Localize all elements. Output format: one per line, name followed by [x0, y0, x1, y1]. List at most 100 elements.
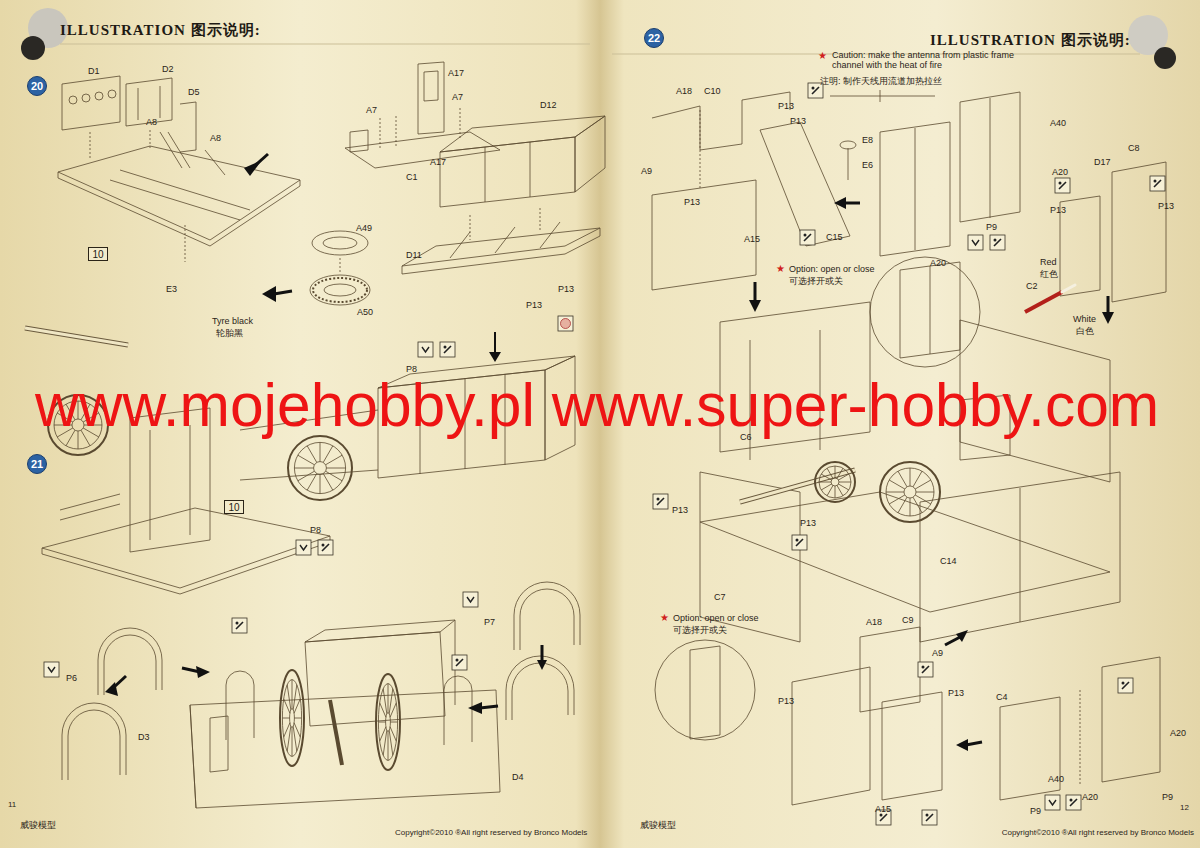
chinese-note: 注明: 制作天线用流道加热拉丝	[820, 76, 942, 86]
part-label: P13	[1050, 205, 1066, 215]
step-number-text: 22	[648, 32, 660, 44]
part-label: A15	[744, 234, 760, 244]
copyright: Copyright©2010 ®All right reserved by Br…	[395, 828, 587, 837]
part-label: P13	[800, 518, 816, 528]
part-label: P13	[1158, 201, 1174, 211]
step-number: 20	[27, 76, 47, 96]
part-label: D5	[188, 87, 200, 97]
chinese-note: 白色	[1076, 326, 1094, 336]
part-label: C10	[704, 86, 721, 96]
part-label: E6	[862, 160, 873, 170]
page-number: 11	[8, 800, 16, 809]
page-number: 12	[1180, 803, 1189, 812]
step-number-text: 20	[31, 80, 43, 92]
part-label: P9	[1162, 792, 1173, 802]
caution-star: ★	[660, 612, 669, 624]
part-label: C7	[714, 592, 726, 602]
part-label: D4	[512, 772, 524, 782]
part-label: C4	[996, 692, 1008, 702]
part-label: A17	[448, 68, 464, 78]
header-dot	[21, 36, 45, 60]
caution-star: ★	[818, 50, 827, 62]
part-label: A7	[366, 105, 377, 115]
part-label: A18	[676, 86, 692, 96]
part-label: P13	[778, 696, 794, 706]
copyright: Copyright©2010 ®All right reserved by Br…	[1002, 828, 1194, 837]
chinese-note: 可选择开或关	[789, 276, 843, 286]
part-label: A8	[210, 133, 221, 143]
part-label: P13	[948, 688, 964, 698]
chinese-note: 可选择开或关	[673, 625, 727, 635]
part-label: A15	[875, 804, 891, 814]
part-label: D17	[1094, 157, 1111, 167]
watermark: www.mojehobby.pl www.super-hobby.com	[35, 375, 1159, 436]
part-label: A8	[146, 117, 157, 127]
part-label: C2	[1026, 281, 1038, 291]
part-label: A9	[641, 166, 652, 176]
part-tree-number: 10	[92, 249, 103, 260]
part-label: P8	[310, 525, 321, 535]
caution-star: ★	[776, 263, 785, 275]
part-label: C15	[826, 232, 843, 242]
part-label: P13	[672, 505, 688, 515]
part-label: A20	[930, 258, 946, 268]
part-label: D2	[162, 64, 174, 74]
page-header: ILLUSTRATION 图示说明:	[930, 32, 1131, 49]
part-label: E8	[862, 135, 873, 145]
part-label: Red	[1040, 257, 1057, 267]
part-tree-box: 10	[88, 247, 108, 261]
part-label: A20	[1170, 728, 1186, 738]
gun-wheel	[48, 395, 940, 770]
part-label: C1	[406, 172, 418, 182]
part-label: A50	[357, 307, 373, 317]
part-label: D1	[88, 66, 100, 76]
part-label: A7	[452, 92, 463, 102]
part-label: A20	[1052, 167, 1068, 177]
part-label: Tyre black	[212, 316, 253, 326]
part-label: D11	[406, 250, 422, 260]
part-label: A9	[932, 648, 943, 658]
part-label: D12	[540, 100, 557, 110]
part-label: Option: open or close	[789, 264, 875, 274]
part-label: P9	[986, 222, 997, 232]
paint-brush	[1025, 292, 1062, 312]
part-label: D3	[138, 732, 150, 742]
part-label: C14	[940, 556, 957, 566]
part-label: A49	[356, 223, 372, 233]
part-label: A40	[1050, 118, 1066, 128]
instruction-icon	[44, 83, 1165, 825]
part-tree-box: 10	[224, 500, 244, 514]
part-label: White	[1073, 314, 1096, 324]
chinese-note: 红色	[1040, 269, 1058, 279]
part-tree-number: 10	[228, 502, 239, 513]
page-header: ILLUSTRATION 图示说明:	[60, 22, 261, 39]
part-label: P9	[1030, 806, 1041, 816]
part-label: P13	[778, 101, 794, 111]
chinese-note: 威骏模型	[640, 820, 676, 830]
part-label: P7	[484, 617, 495, 627]
direction-arrow	[105, 154, 1114, 751]
caution-note: Caution: make the antenna from plastic f…	[832, 50, 1032, 71]
part-label: A40	[1048, 774, 1064, 784]
part-label: C9	[902, 615, 914, 625]
part-label: P13	[558, 284, 574, 294]
part-label: C8	[1128, 143, 1140, 153]
part-label: P13	[790, 116, 806, 126]
part-label: A18	[866, 617, 882, 627]
part-label: A17	[430, 157, 446, 167]
step-number: 22	[644, 28, 664, 48]
chinese-note: 轮胎黑	[216, 328, 243, 338]
line-art	[25, 62, 1166, 808]
chinese-note: 威骏模型	[20, 820, 56, 830]
part-label: E3	[166, 284, 177, 294]
part-label: P6	[66, 673, 77, 683]
part-label: A20	[1082, 792, 1098, 802]
part-label: P8	[406, 364, 417, 374]
part-label: P13	[684, 197, 700, 207]
part-label: P13	[526, 300, 542, 310]
header-dot	[1154, 47, 1176, 69]
part-label: Option: open or close	[673, 613, 759, 623]
step-number-text: 21	[31, 458, 43, 470]
step-number: 21	[27, 454, 47, 474]
